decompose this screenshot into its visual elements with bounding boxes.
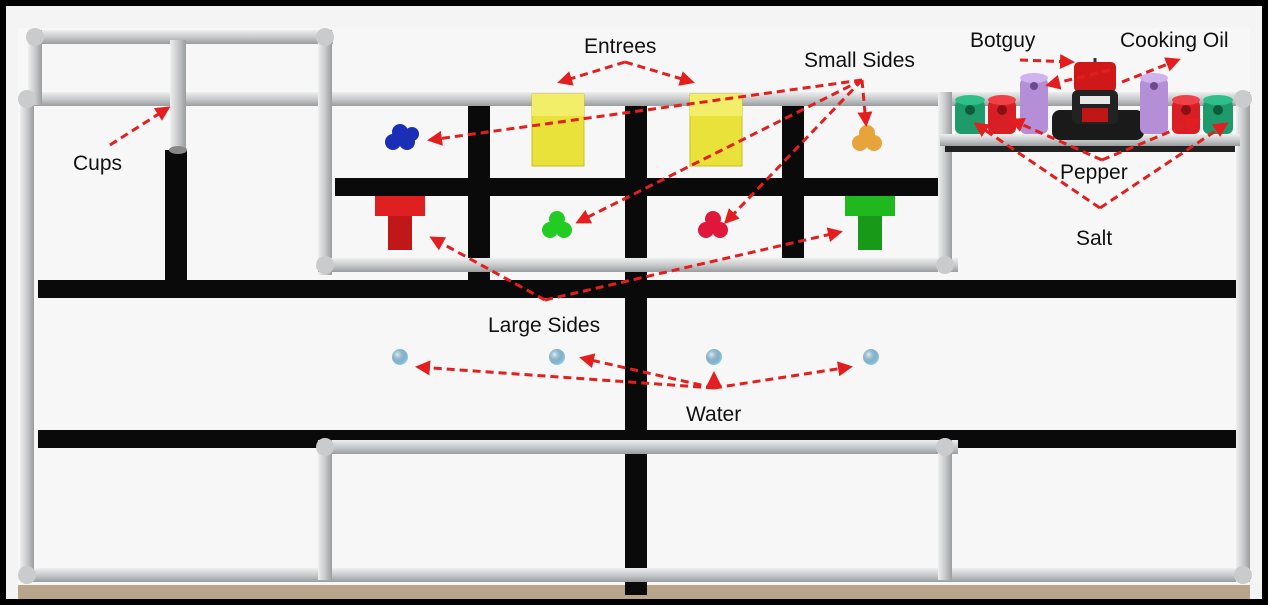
- label-entrees: Entrees: [584, 35, 657, 58]
- label-salt: Salt: [1076, 227, 1113, 250]
- pvc-pipes: [18, 28, 1252, 584]
- small-side-balls-icon: [698, 211, 728, 238]
- label-small-sides: Small Sides: [804, 49, 915, 72]
- tape-lines: [38, 95, 1238, 595]
- label-cooking-oil: Cooking Oil: [1120, 29, 1229, 52]
- cooking-oil-icon: [1140, 73, 1168, 134]
- label-cups: Cups: [73, 152, 123, 175]
- large-side-block-icon: [375, 196, 425, 250]
- botguy-icon: [1052, 58, 1144, 140]
- label-botguy: Botguy: [970, 29, 1036, 52]
- cups-pipe-icon: [170, 40, 186, 152]
- annotation-arrows: [109, 54, 1229, 390]
- salt-shaker-icon: [1203, 95, 1233, 134]
- water-ball-icon: [392, 349, 408, 365]
- entree-cube-icon: [531, 93, 585, 167]
- small-side-balls-icon: [542, 211, 572, 238]
- label-water: Water: [686, 403, 742, 426]
- water-ball-icon: [549, 349, 565, 365]
- large-side-block-icon: [845, 196, 895, 250]
- small-side-balls-icon: [852, 125, 882, 151]
- entree-cube-icon: [689, 93, 743, 167]
- water-ball-icon: [863, 349, 879, 365]
- pepper-shaker-icon: [988, 95, 1016, 134]
- water-ball-icon: [706, 349, 722, 365]
- small-side-balls-icon: [385, 124, 419, 150]
- cooking-oil-icon: [1020, 73, 1048, 134]
- label-pepper: Pepper: [1060, 161, 1128, 184]
- label-large-sides: Large Sides: [488, 314, 601, 337]
